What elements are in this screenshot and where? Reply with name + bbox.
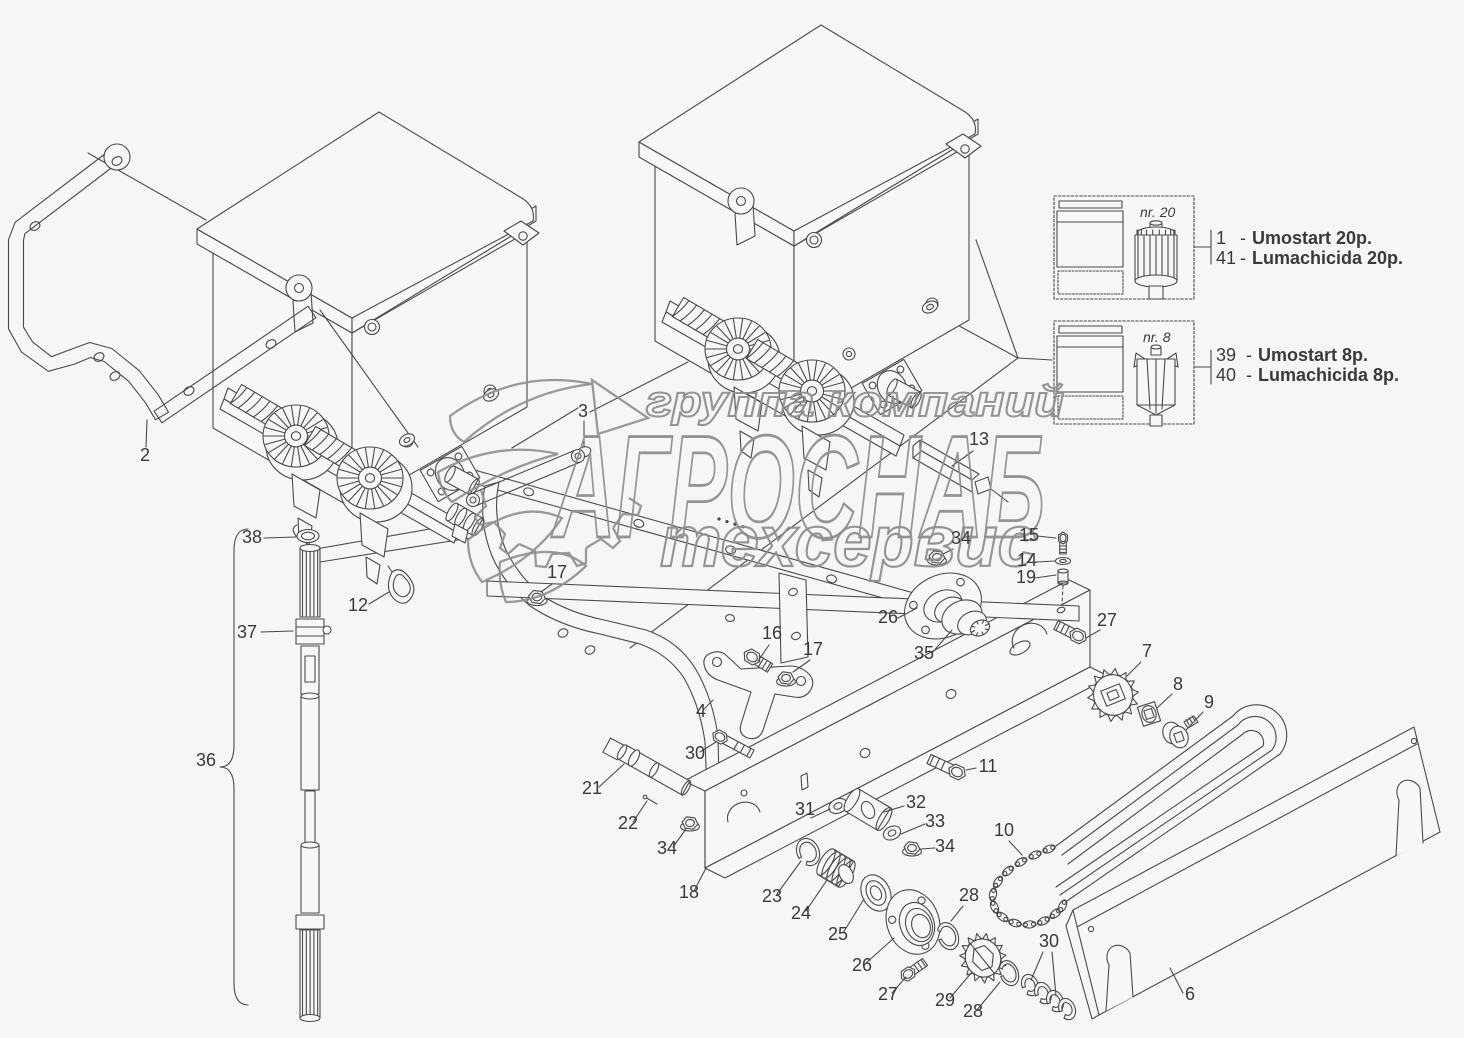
callout-25: 25 — [828, 924, 848, 944]
callout-8: 8 — [1173, 674, 1183, 694]
callout-6: 6 — [1185, 984, 1195, 1004]
callout-9: 9 — [1204, 692, 1214, 712]
legend-size-nr20: nr. 20 — [1140, 204, 1175, 220]
callout-31: 31 — [795, 799, 815, 819]
callout-4: 4 — [696, 701, 706, 721]
coupler-box-1 — [445, 502, 485, 544]
callout-15: 15 — [1019, 525, 1039, 545]
callout-30: 30 — [685, 743, 705, 763]
sprocket-7-assembly — [1087, 667, 1199, 749]
bearing-flange-26-upper — [904, 572, 991, 640]
legend-item-39-sep: - — [1246, 345, 1252, 365]
callout-29: 29 — [935, 990, 955, 1010]
callout-19: 19 — [1016, 567, 1036, 587]
legend-item-1-sep: - — [1240, 228, 1246, 248]
callout-11: 11 — [979, 756, 998, 776]
chain-guard-6 — [1065, 726, 1441, 1020]
callout-30: 30 — [1039, 931, 1059, 951]
legend-item-1-name: Umostart 20p. — [1252, 228, 1372, 248]
legend-item-41-num: 41 — [1216, 248, 1236, 268]
callout-35: 35 — [914, 643, 934, 663]
legend-box-nr8 — [1053, 320, 1212, 427]
watermark-line-3: техсервис — [660, 502, 1036, 582]
callout-14: 14 — [1017, 550, 1037, 570]
legend-size-nr8: nr. 8 — [1143, 329, 1171, 345]
callout-7: 7 — [1142, 641, 1152, 661]
a-bracket-4 — [526, 572, 814, 759]
adjuster-stud-21 — [602, 737, 700, 832]
callout-34: 34 — [935, 836, 955, 856]
callout-34: 34 — [951, 528, 971, 548]
callout-23: 23 — [762, 886, 782, 906]
callout-12: 12 — [348, 595, 368, 615]
callout-24: 24 — [791, 903, 811, 923]
drive-chain-10 — [988, 704, 1288, 929]
callout-16: 16 — [762, 623, 782, 643]
fasteners-top — [926, 531, 1087, 781]
callout-18: 18 — [679, 882, 699, 902]
leader-lines — [260, 450, 1204, 1011]
legend-text: nr. 20 1 - Umostart 20p. 41 - Lumachicid… — [1140, 204, 1403, 385]
telescopic-shaft-36 — [219, 524, 332, 1023]
callout-26: 26 — [852, 955, 872, 975]
mount-bracket-2 — [7, 143, 419, 448]
callout-3: 3 — [578, 401, 588, 421]
callout-34: 34 — [657, 838, 677, 858]
callout-38: 38 — [242, 527, 262, 547]
callout-21: 21 — [582, 778, 602, 798]
callout-33: 33 — [925, 811, 945, 831]
watermark-text: группа компаний АГРОСНАБ техсервис — [550, 376, 1065, 583]
callout-2: 2 — [140, 445, 150, 465]
legend-item-40-name: Lumachicida 8p. — [1258, 365, 1399, 385]
callout-26: 26 — [878, 607, 898, 627]
legend-box-nr20 — [1053, 195, 1212, 300]
watermark-logo — [436, 377, 651, 604]
legend-item-39-num: 39 — [1216, 345, 1236, 365]
bearing-stack-lower — [795, 787, 1077, 1021]
callout-28: 28 — [963, 1001, 983, 1021]
legend-item-40-num: 40 — [1216, 365, 1236, 385]
legend-item-41-name: Lumachicida 20p. — [1252, 248, 1403, 268]
callout-28: 28 — [959, 885, 979, 905]
callout-27: 27 — [1097, 610, 1117, 630]
watermark-line-1: группа компаний — [646, 377, 1064, 426]
callout-32: 32 — [906, 792, 926, 812]
callout-10: 10 — [994, 820, 1014, 840]
callout-13: 13 — [969, 429, 989, 449]
drive-shaft-13 — [717, 300, 1009, 566]
legend-item-41-sep: - — [1240, 248, 1246, 268]
callout-37: 37 — [237, 622, 257, 642]
callout-22: 22 — [618, 813, 638, 833]
callout-17: 17 — [547, 562, 567, 582]
callout-36: 36 — [196, 750, 216, 770]
watermark-line-2: АГРОСНАБ — [551, 405, 1045, 568]
legend-item-39-name: Umostart 8p. — [1258, 345, 1368, 365]
callout-17: 17 — [803, 639, 823, 659]
handle-12 — [387, 565, 415, 604]
legend-item-1-num: 1 — [1216, 228, 1226, 248]
legend-item-40-sep: - — [1246, 365, 1252, 385]
part-3-leaders — [398, 361, 689, 508]
callout-27: 27 — [878, 984, 898, 1004]
